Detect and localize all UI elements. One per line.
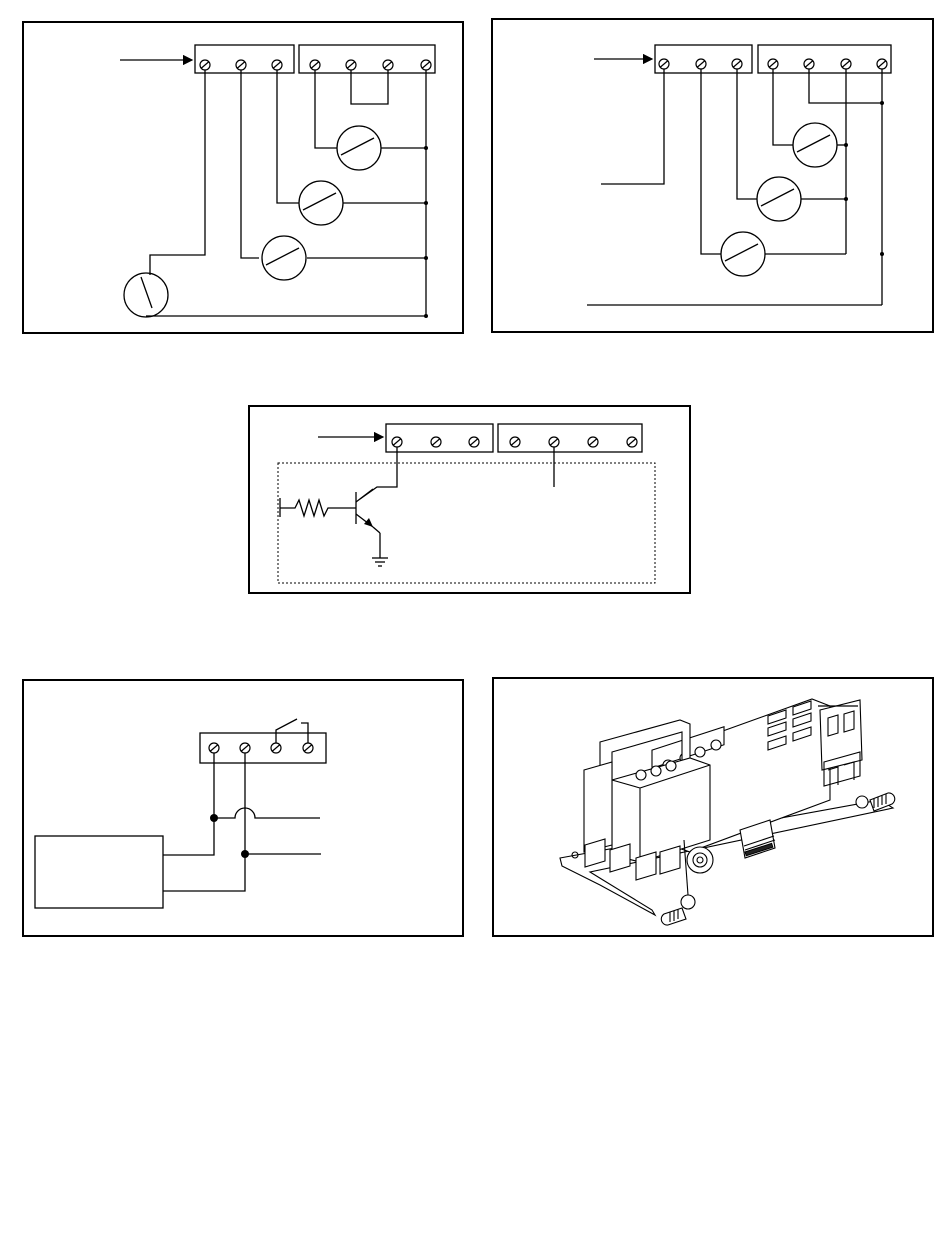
panel-3-terminal-block-a <box>386 424 493 452</box>
screw-terminal-icon <box>659 59 669 69</box>
screw-terminal-icon <box>272 60 282 70</box>
panel-2-wire-2 <box>701 69 721 254</box>
screw-terminal-icon <box>383 60 393 70</box>
screw-terminal-icon <box>549 437 559 447</box>
screw-terminal-icon <box>310 60 320 70</box>
panel-3-transistor-diagram <box>249 406 690 593</box>
panel-3-device-boundary <box>278 463 655 583</box>
screw-terminal-icon <box>841 59 851 69</box>
switch-icon <box>721 232 765 276</box>
panel-1-wire-1 <box>150 70 205 275</box>
panel-1-wire-4 <box>315 70 337 148</box>
junction-dot-icon <box>424 201 428 205</box>
screw-terminal-icon <box>392 437 402 447</box>
panel-2-terminal-block-a <box>655 45 752 73</box>
panel-5-board-illustration <box>493 678 933 936</box>
screw-terminal-icon <box>200 60 210 70</box>
switch-icon <box>124 273 168 317</box>
panel-4-wire-2 <box>163 753 245 891</box>
screw-terminal-icon <box>431 437 441 447</box>
switch-icon <box>262 236 306 280</box>
panel-4-wire-1 <box>163 753 214 855</box>
junction-dot-icon <box>844 143 848 147</box>
screw-terminal-icon <box>696 59 706 69</box>
panel-1-terminal-block-a <box>195 45 294 73</box>
screw-terminal-icon <box>421 60 431 70</box>
junction-dot-icon <box>424 314 428 318</box>
screw-terminal-icon <box>240 743 250 753</box>
screw-terminal-icon <box>768 59 778 69</box>
switch-icon <box>757 177 801 221</box>
panel-2-wire-4 <box>773 69 793 145</box>
screw-terminal-icon <box>469 437 479 447</box>
screw-terminal-icon <box>209 743 219 753</box>
junction-dot-icon <box>880 252 884 256</box>
panel-3-terminal-block-b <box>498 424 642 452</box>
panel-1-terminal-block-b <box>299 45 435 73</box>
junction-dot-icon <box>241 850 249 858</box>
circuit-board-illustration-icon <box>560 699 895 925</box>
screw-terminal-icon <box>236 60 246 70</box>
panel-2-terminal-block-b <box>758 45 891 73</box>
panel-2-wire-3 <box>737 69 757 199</box>
ground-icon <box>372 558 388 566</box>
junction-dot-icon <box>210 814 218 822</box>
screw-terminal-icon <box>732 59 742 69</box>
screw-terminal-icon <box>627 437 637 447</box>
panel-1-jumper-wire <box>351 70 388 104</box>
screw-terminal-icon <box>271 743 281 753</box>
screw-terminal-icon <box>877 59 887 69</box>
switch-icon <box>793 123 837 167</box>
switch-icon <box>337 126 381 170</box>
panel-1-wire-2 <box>241 70 259 258</box>
transistor-icon <box>356 489 380 558</box>
panel-4-terminal-block <box>200 733 326 763</box>
screw-terminal-icon <box>588 437 598 447</box>
switch-icon <box>299 181 343 225</box>
junction-dot-icon <box>424 256 428 260</box>
junction-dot-icon <box>424 146 428 150</box>
junction-dot-icon <box>880 101 884 105</box>
panel-1-three-switch-diagram <box>23 22 463 333</box>
panel-4-external-device-diagram <box>23 680 463 936</box>
screw-terminal-icon <box>510 437 520 447</box>
panel-2-wire-1 <box>601 69 664 184</box>
panel-3-collector-wire <box>360 447 397 499</box>
panel-4-jumper-crossover <box>214 808 320 818</box>
panel-2-common-switch-diagram <box>492 19 933 332</box>
screw-terminal-icon <box>303 743 313 753</box>
external-device-box <box>35 836 163 908</box>
resistor-icon <box>280 498 356 517</box>
screw-terminal-icon <box>804 59 814 69</box>
screw-terminal-icon <box>346 60 356 70</box>
panel-1-wire-3 <box>277 70 299 203</box>
junction-dot-icon <box>844 197 848 201</box>
